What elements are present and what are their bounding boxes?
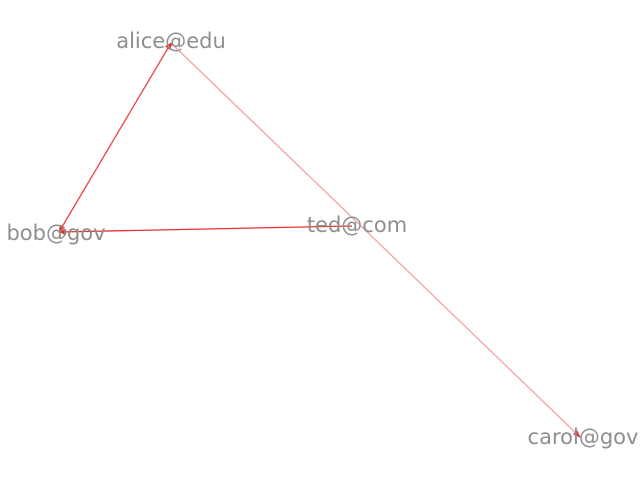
node-label-alice[interactable]: alice@edu [116, 29, 226, 53]
arrowhead-alice [165, 42, 173, 50]
node-label-carol[interactable]: carol@gov [528, 425, 639, 449]
node-layer: alice@edu bob@gov ted@com carol@gov [6, 29, 638, 449]
node-label-bob[interactable]: bob@gov [6, 221, 105, 245]
edge-alice-bob [58, 42, 172, 233]
edge-ted-bob [58, 225, 353, 235]
node-label-ted[interactable]: ted@com [307, 213, 407, 237]
edge-layer [58, 42, 581, 438]
edge-alice-carol [170, 42, 581, 438]
